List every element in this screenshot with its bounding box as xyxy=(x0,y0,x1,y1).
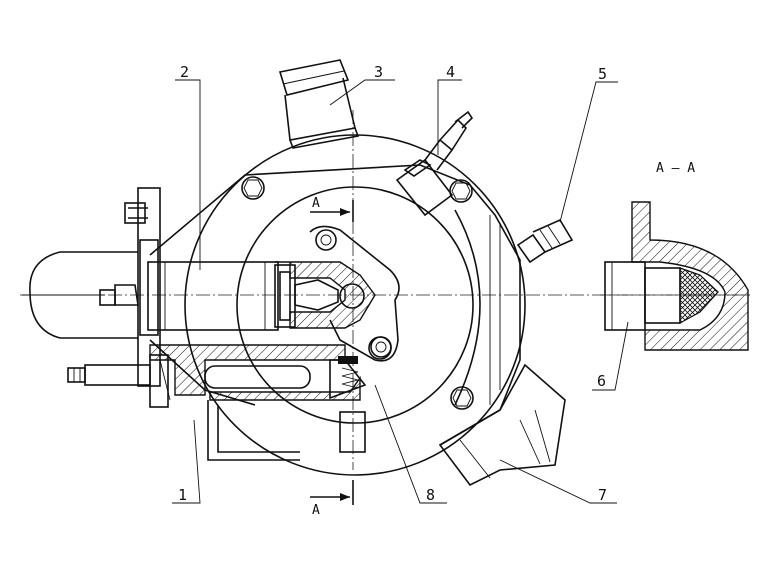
inner-flange-plate xyxy=(309,225,400,362)
callout-label-1: 1 xyxy=(178,486,187,504)
right-nozzle xyxy=(516,218,574,264)
callout-label-5: 5 xyxy=(598,65,607,83)
section-marker-top: A xyxy=(312,196,320,211)
callout-label-4: 4 xyxy=(446,63,455,81)
angled-fitting xyxy=(395,110,474,217)
section-title: A – A xyxy=(656,161,695,176)
callout-label-2: 2 xyxy=(180,63,189,81)
top-inlet-pipe xyxy=(278,59,360,149)
bolt-top-right xyxy=(449,179,473,203)
callout-label-3: 3 xyxy=(374,63,383,81)
bolt-flange-upper xyxy=(315,229,337,251)
housing-bolts xyxy=(241,176,474,410)
section-detail-view xyxy=(600,201,750,351)
section-cut-marks xyxy=(310,200,354,505)
bolt-bottom-right xyxy=(450,386,474,410)
callout-label-7: 7 xyxy=(598,486,607,504)
bolt-top-left xyxy=(241,176,265,200)
sectioned-core xyxy=(274,261,392,360)
callout-leaders xyxy=(172,79,629,504)
main-housing xyxy=(149,134,526,476)
callout-label-8: 8 xyxy=(426,486,435,504)
center-lines xyxy=(20,110,750,470)
left-threaded-plug xyxy=(67,354,171,408)
callout-label-6: 6 xyxy=(597,372,606,390)
actuator-cylinder xyxy=(22,187,279,387)
bottom-bracket xyxy=(207,400,366,461)
section-marker-bottom: A xyxy=(312,503,320,518)
lower-rail-section xyxy=(149,344,367,401)
bottom-right-outlet xyxy=(438,363,566,487)
